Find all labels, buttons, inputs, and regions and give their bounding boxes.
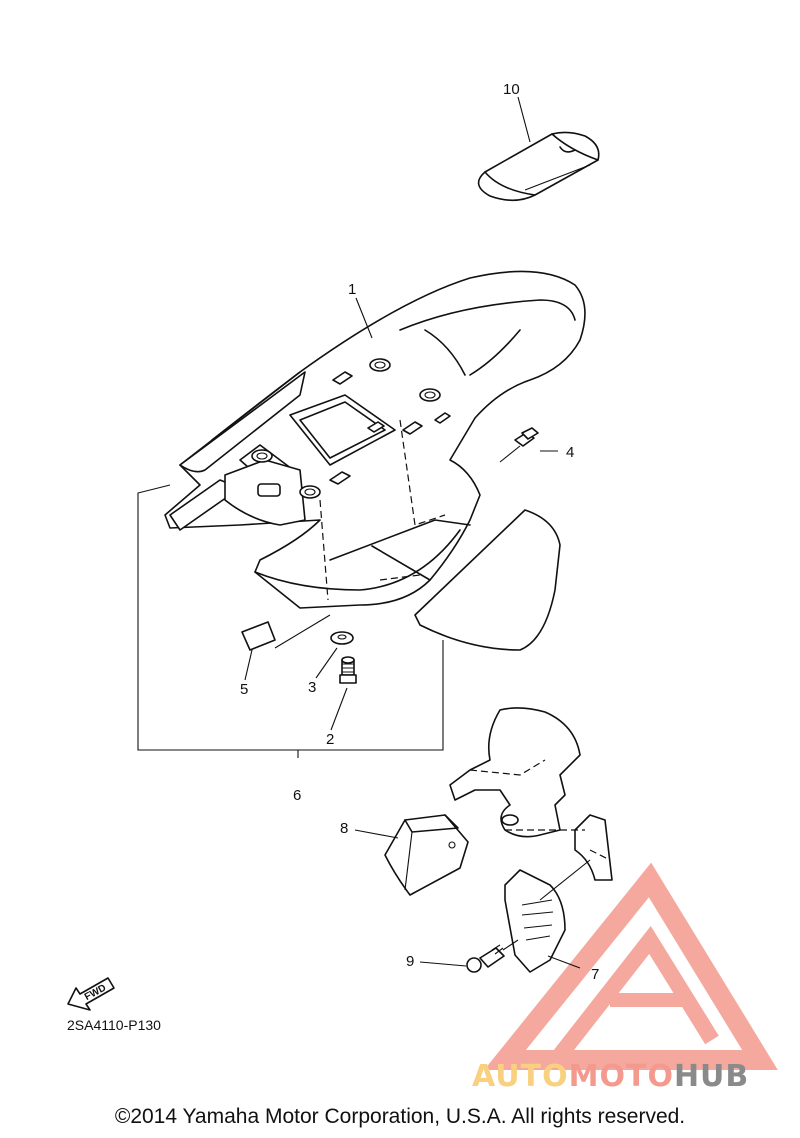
drawing-code: 2SA4110-P130 — [67, 1017, 161, 1033]
part-9-screw — [466, 939, 519, 973]
fwd-badge-text: FWD — [83, 983, 108, 1003]
part-7-plate — [504, 859, 591, 973]
part-label-1: 1 — [348, 281, 356, 298]
part-label-3: 3 — [308, 679, 316, 696]
watermark-logo-icon — [484, 862, 778, 1070]
part-label-9: 9 — [406, 953, 414, 970]
part-label-6: 6 — [293, 787, 301, 804]
watermark-wordmark: AUTOMOTOHUB — [472, 1059, 749, 1094]
watermark-text-auto: AUTO — [472, 1059, 569, 1094]
part-8-bracket — [384, 814, 469, 896]
part-4-screw — [499, 427, 539, 463]
copyright-notice: ©2014 Yamaha Motor Corporation, U.S.A. A… — [115, 1105, 685, 1128]
part-label-4: 4 — [566, 444, 574, 461]
part-2-bolt — [339, 656, 357, 684]
leader-lines — [244, 96, 581, 969]
part-6-kit-frame — [137, 484, 444, 758]
part-1-rear-fender — [164, 270, 586, 609]
part-label-2: 2 — [326, 731, 334, 748]
part-label-7: 7 — [591, 966, 599, 983]
part-label-5: 5 — [240, 681, 248, 698]
fwd-arrow-icon: FWD — [67, 977, 115, 1011]
part-label-8: 8 — [340, 820, 348, 837]
watermark-text-moto: MOTO — [569, 1059, 674, 1094]
part-frame-subassembly — [449, 707, 613, 881]
part-10-pad — [477, 131, 600, 202]
part-decal-panel — [414, 509, 561, 651]
part-label-10: 10 — [503, 81, 520, 98]
part-5-pad — [241, 621, 276, 651]
part-3-washer — [330, 631, 354, 645]
watermark-text-hub: HUB — [674, 1059, 749, 1094]
